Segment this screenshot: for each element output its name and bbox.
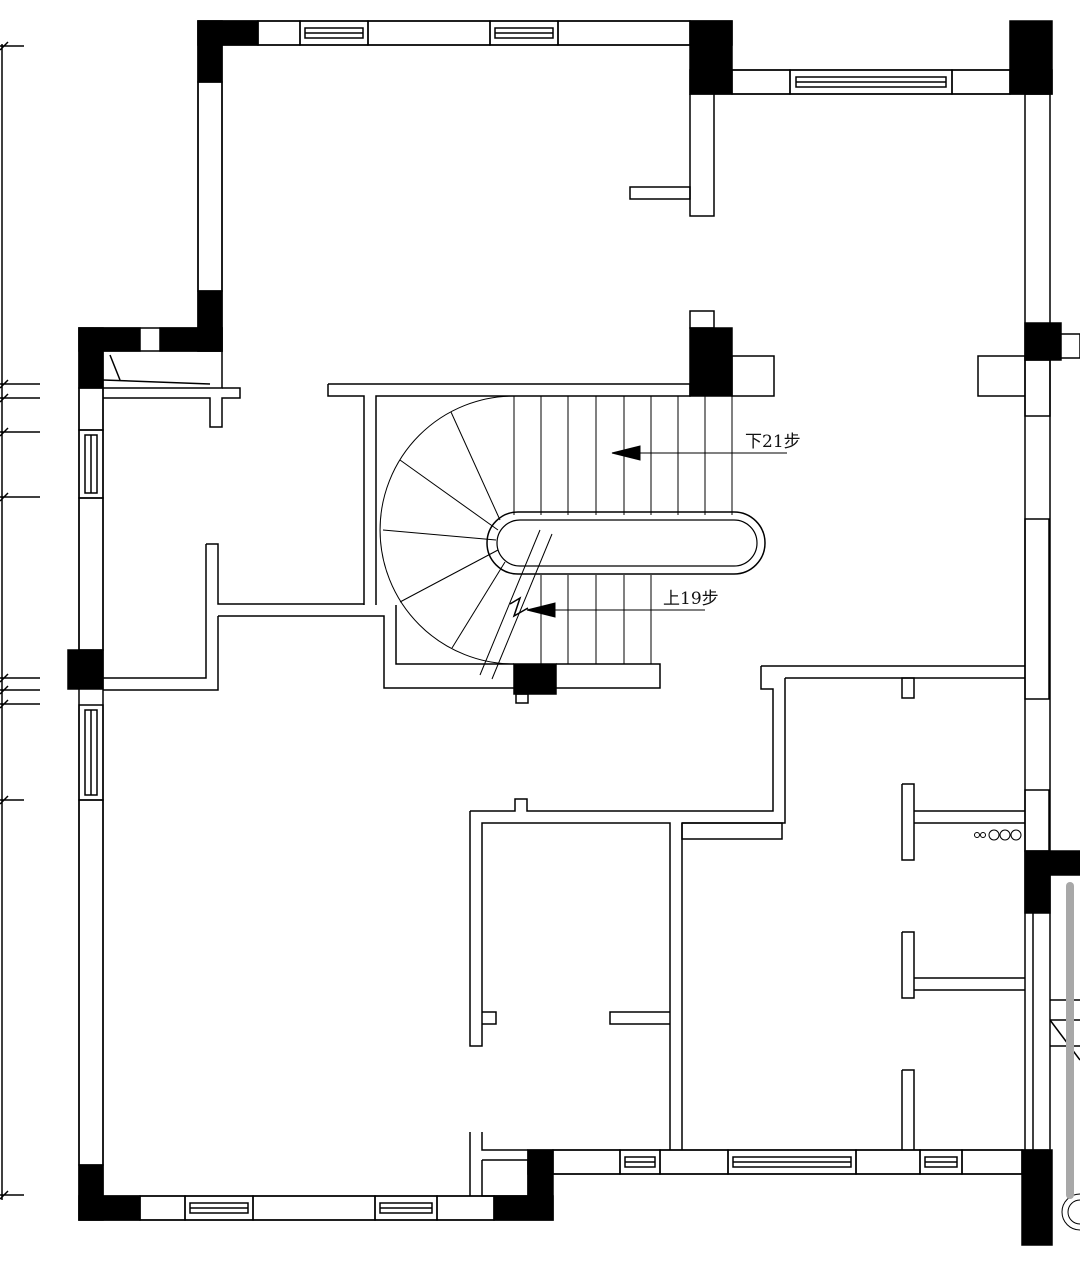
window-bottom-3	[619, 1149, 661, 1175]
columns	[67, 20, 1080, 1246]
window-top-1	[299, 20, 369, 46]
windows	[78, 20, 963, 1221]
column-bottom-right	[1021, 1149, 1053, 1246]
stair-down-label: 下21步	[745, 432, 801, 452]
column-right-upper	[1024, 322, 1062, 361]
window-bottom-4	[727, 1149, 857, 1175]
column-top-left	[197, 20, 259, 83]
column-bottom-left	[78, 1164, 141, 1221]
column-top-mid	[689, 20, 733, 95]
window-left-lower	[78, 704, 104, 801]
column-stair-bottom	[513, 663, 557, 695]
fixtures	[974, 829, 1080, 1231]
column-left-notch-2	[159, 327, 223, 352]
exterior-walls	[78, 20, 1053, 1245]
window-left-upper	[78, 429, 104, 499]
window-bottom-1	[184, 1195, 254, 1221]
stove-burners-icon	[974, 829, 1022, 841]
staircase	[379, 395, 787, 680]
window-top-2	[489, 20, 559, 46]
interior-walls	[78, 20, 1080, 1221]
column-right-mid	[1024, 850, 1080, 914]
window-bottom-2	[374, 1195, 438, 1221]
window-top-right	[789, 69, 953, 95]
column-left-mid	[67, 649, 104, 690]
column-center-top	[689, 327, 733, 397]
column-top-right	[1009, 20, 1053, 95]
dimension-line	[0, 41, 40, 1200]
window-bottom-5	[919, 1149, 963, 1175]
toilet-icon	[1061, 1193, 1080, 1231]
column-left-corner	[78, 327, 141, 389]
stair-up-label: 上19步	[663, 589, 719, 609]
